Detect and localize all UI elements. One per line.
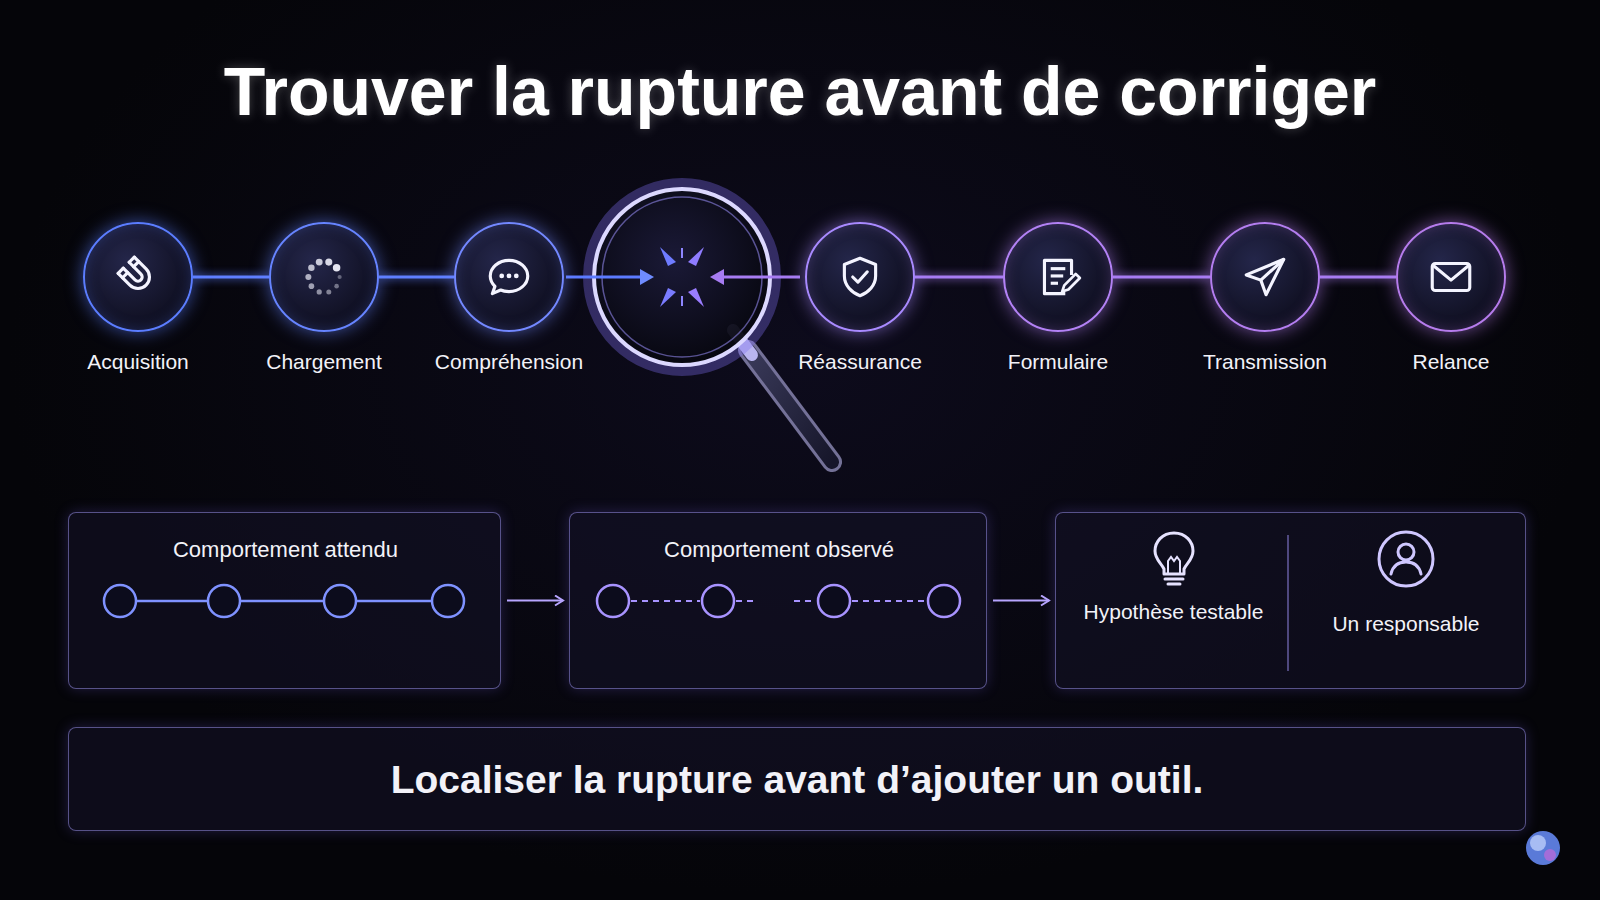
outcome-text-wrap: Hypothèse testable (1066, 599, 1281, 625)
journey-link (1113, 276, 1210, 279)
flow-arrow (507, 600, 563, 602)
stage-label: Compréhension (435, 350, 583, 374)
magnifier (566, 183, 832, 462)
stage-icon (835, 252, 885, 302)
stage-circle: Chargement (269, 222, 379, 332)
person-icon (1374, 527, 1438, 591)
outcome-text-wrap: Un responsable (1296, 611, 1516, 637)
stage-icon (1033, 252, 1083, 302)
title: Trouver la rupture avant de corriger (0, 52, 1600, 130)
flow-arrow (993, 600, 1049, 602)
journey-link (379, 276, 454, 279)
stage-label: Formulaire (1008, 350, 1108, 374)
panel-heading: Comportement attendu (173, 537, 398, 563)
stage-icon (1240, 252, 1290, 302)
outcome-label: Un responsable (1296, 611, 1516, 637)
takeaway-band: Localiser la rupture avant d’ajouter un … (68, 727, 1526, 831)
outcome-item: Hypothèse testable (1066, 535, 1281, 675)
stage-label: Relance (1412, 350, 1489, 374)
journey-link (193, 276, 269, 279)
stage-label: Chargement (266, 350, 382, 374)
stage-circle: Compréhension (454, 222, 564, 332)
outcome-label: Hypothèse testable (1066, 599, 1281, 625)
stage-icon (113, 252, 163, 302)
stage-label: Réassurance (798, 350, 922, 374)
stage-circle: Acquisition (83, 222, 193, 332)
panel-heading: Comportement observé (664, 537, 894, 563)
stage-icon (1426, 252, 1476, 302)
stage-circle: Relance (1396, 222, 1506, 332)
journey-link (1320, 276, 1396, 279)
stage-circle: Formulaire (1003, 222, 1113, 332)
stage-circle: Réassurance (805, 222, 915, 332)
behaviour-panel: Comportement attendu (68, 512, 501, 689)
takeaway-text: Localiser la rupture avant d’ajouter un … (69, 728, 1525, 832)
behaviour-panel: Comportement observé (569, 512, 987, 689)
behaviour-panel: Hypothèse testable Un responsable (1055, 512, 1526, 689)
stage-label: Acquisition (87, 350, 189, 374)
journey-link (915, 276, 1003, 279)
stage-label: Transmission (1203, 350, 1327, 374)
lightbulb-icon (1142, 527, 1206, 591)
logo-mark (1526, 831, 1560, 865)
outcome-item: Un responsable (1296, 535, 1516, 675)
stage-icon (484, 252, 534, 302)
stage-icon (299, 252, 349, 302)
stage-circle: Transmission (1210, 222, 1320, 332)
